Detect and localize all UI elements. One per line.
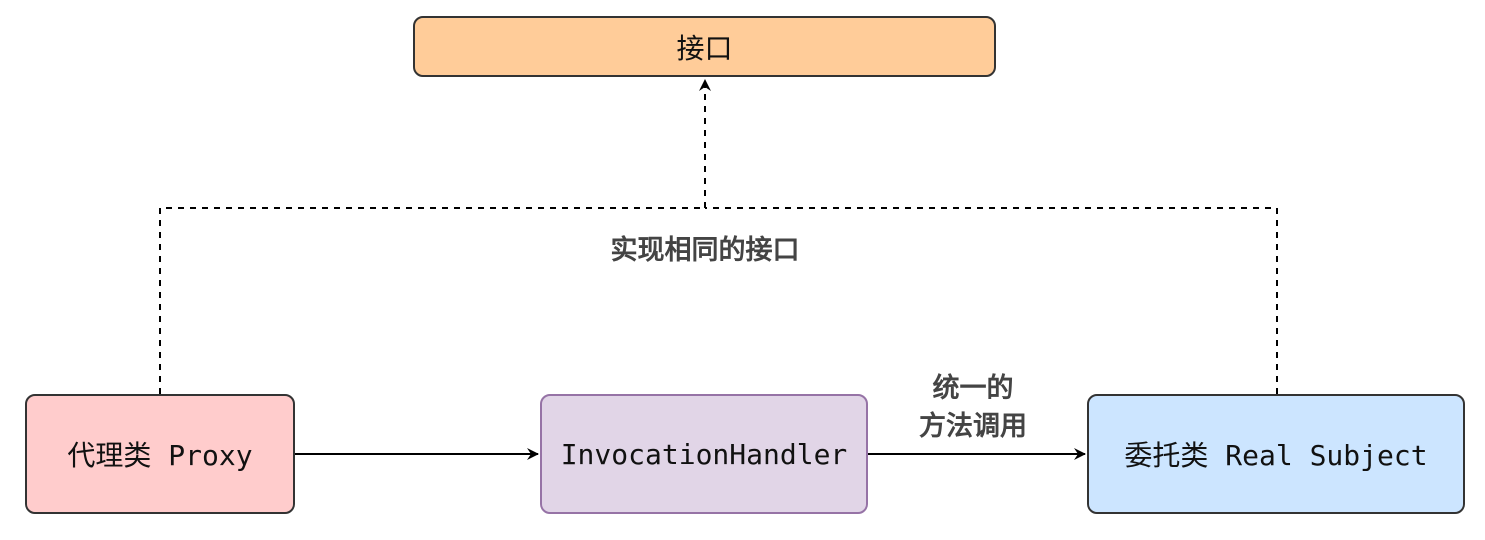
interface-label: 接口 <box>676 31 733 65</box>
unified-method-call-label: 统一的 方法调用 <box>893 370 1053 446</box>
real-subject-implements-line <box>705 207 1278 394</box>
implements-same-interface-label: 实现相同的接口 <box>610 235 800 266</box>
interface-node[interactable]: 接口 <box>413 16 996 77</box>
invocation-handler-node[interactable]: InvocationHandler <box>540 394 868 514</box>
real-subject-label: 委托类 Real Subject <box>1124 439 1428 472</box>
proxy-implements-line <box>159 207 705 394</box>
proxy-label: 代理类 Proxy <box>67 439 253 472</box>
unified-call-line-2: 方法调用 <box>919 411 1027 442</box>
invocation-handler-label: InvocationHandler <box>560 437 848 471</box>
unified-call-line-1: 统一的 <box>932 373 1014 404</box>
real-subject-node[interactable]: 委托类 Real Subject <box>1087 394 1465 514</box>
proxy-node[interactable]: 代理类 Proxy <box>25 394 295 514</box>
